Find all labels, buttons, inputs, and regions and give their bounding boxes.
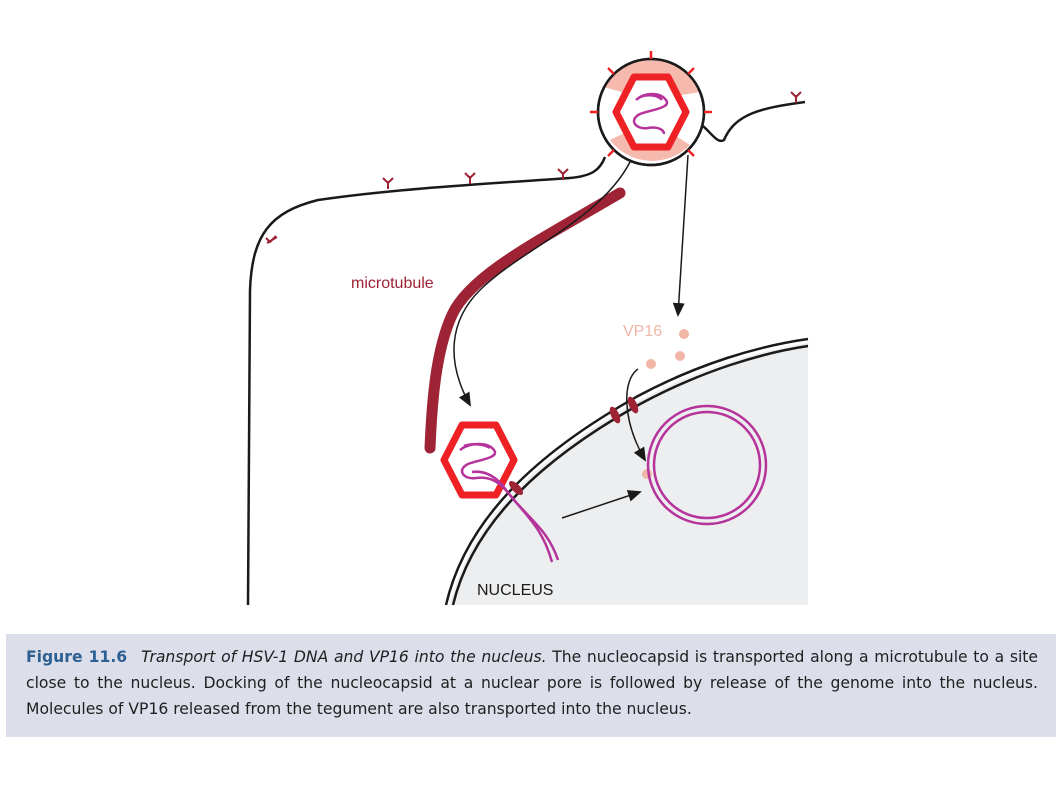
figure-number: Figure 11.6 bbox=[26, 648, 128, 666]
nucleus bbox=[444, 337, 809, 606]
vp16-label: VP16 bbox=[623, 323, 662, 340]
vp16-import-arrow-icon bbox=[626, 368, 646, 462]
microtubule bbox=[424, 187, 626, 454]
viral-genome-icon bbox=[632, 92, 669, 135]
figure-title: Transport of HSV-1 DNA and VP16 into the… bbox=[141, 648, 547, 666]
figure-caption: Figure 11.6 Transport of HSV-1 DNA and VP… bbox=[6, 634, 1056, 737]
docked-nucleocapsid bbox=[440, 421, 560, 563]
hsv1-transport-diagram: microtubule VP16 bbox=[246, 51, 809, 606]
nuclear-envelope-inner bbox=[451, 344, 809, 606]
transport-arrow-icon bbox=[453, 161, 631, 407]
circular-genome-icon bbox=[646, 404, 768, 526]
vp16-release-arrow-icon bbox=[672, 154, 689, 317]
genome-release-arrow-icon bbox=[561, 490, 642, 519]
microtubule-label: microtubule bbox=[351, 275, 434, 292]
nucleus-label: NUCLEUS bbox=[477, 582, 553, 599]
glycoprotein-spike-icon bbox=[265, 91, 802, 244]
cell-membrane-right bbox=[702, 100, 806, 143]
nuclear-pore-icon bbox=[509, 396, 639, 495]
virion-envelope-icon bbox=[590, 51, 712, 167]
nuclear-envelope-outer bbox=[444, 337, 809, 606]
figure-caption-body: The nucleocapsid is transported along a … bbox=[26, 648, 1038, 718]
nucleus-interior bbox=[450, 343, 808, 605]
cell-membrane bbox=[246, 156, 607, 606]
